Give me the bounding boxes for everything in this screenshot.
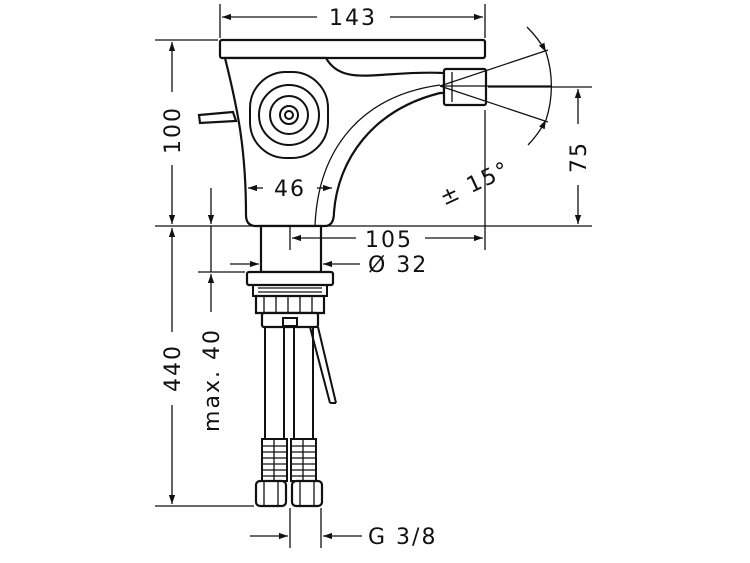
label-75: 75 xyxy=(567,141,592,173)
supply-hoses xyxy=(254,326,337,508)
dimension-max-40: max. 40 xyxy=(200,188,225,432)
label-143: 143 xyxy=(329,6,377,31)
dimension-reach-105: 105 xyxy=(292,228,483,253)
handle-knob xyxy=(249,71,329,159)
dimension-width-143: 143 xyxy=(222,6,483,31)
label-105: 105 xyxy=(365,228,413,253)
faucet-body xyxy=(197,38,488,228)
label-100: 100 xyxy=(161,106,186,154)
dimension-diameter-32: Ø 32 xyxy=(230,253,428,278)
label-max-40: max. 40 xyxy=(200,328,225,432)
dimension-length-440: 440 xyxy=(161,228,186,504)
dimension-spout-height-75: 75 xyxy=(567,89,592,224)
dimension-thread-g38: G 3/8 xyxy=(250,525,437,550)
label-440: 440 xyxy=(161,344,186,392)
label-angle: ± 15° xyxy=(436,157,514,211)
label-diameter: Ø 32 xyxy=(368,253,428,278)
shank xyxy=(245,224,335,329)
label-46: 46 xyxy=(274,177,306,202)
extension-lines xyxy=(155,4,592,548)
label-thread: G 3/8 xyxy=(368,525,437,550)
dimension-handle-46: 46 xyxy=(248,177,332,202)
dimension-height-100: 100 xyxy=(161,42,186,224)
